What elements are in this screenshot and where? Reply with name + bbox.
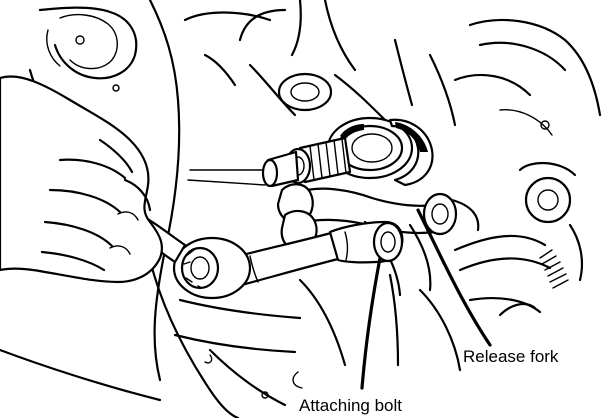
leader-line-release-fork <box>416 208 492 347</box>
hand <box>0 75 164 284</box>
label-release-fork: Release fork <box>463 347 559 366</box>
label-attaching-bolt: Attaching bolt <box>299 396 402 415</box>
input-shaft-assembly <box>261 116 434 188</box>
leader-line-attaching-bolt <box>360 256 382 390</box>
